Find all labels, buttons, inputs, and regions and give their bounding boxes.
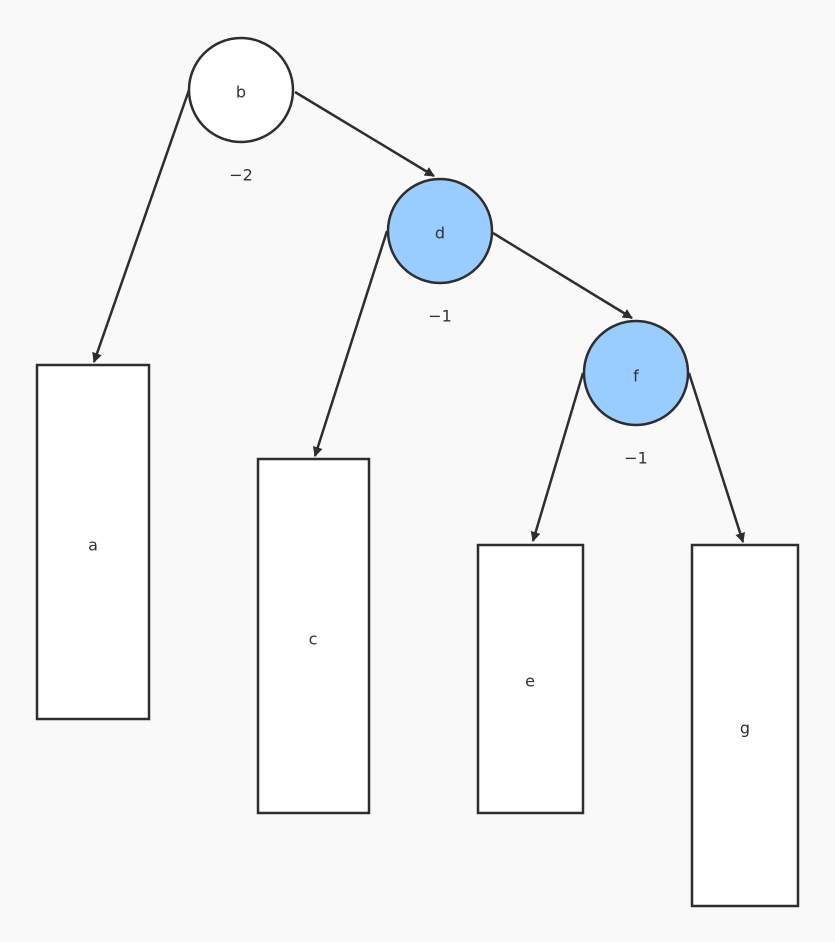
node-d: d −1 — [386, 177, 494, 326]
node-b-balance: −2 — [229, 166, 253, 185]
subtree-g-box — [690, 543, 800, 908]
edge-b-a — [92, 89, 191, 363]
subtree-c-label: c — [309, 630, 318, 649]
node-f-balance: −1 — [624, 449, 648, 468]
subtree-g-label: g — [740, 719, 750, 738]
subtree-a-box — [35, 363, 151, 721]
node-f-label: f — [633, 367, 639, 386]
subtree-c-box — [256, 457, 371, 815]
edge-d-f — [492, 231, 633, 320]
subtree-c: c — [256, 457, 371, 815]
node-f: f −1 — [582, 319, 690, 468]
subtree-e-label: e — [525, 672, 535, 691]
subtree-e: e — [476, 543, 585, 815]
node-b-label: b — [236, 83, 246, 102]
edge-f-e — [530, 372, 585, 542]
node-b-circle — [187, 36, 295, 144]
node-d-label: d — [435, 224, 445, 243]
node-f-circle — [582, 319, 690, 427]
edge-b-d — [294, 90, 435, 178]
subtree-g: g — [690, 543, 800, 908]
node-b: b −2 — [187, 36, 295, 185]
edge-d-c — [312, 230, 389, 457]
edges — [92, 89, 746, 543]
subtree-e-box — [476, 543, 585, 815]
node-d-balance: −1 — [428, 307, 452, 326]
subtree-a: a — [35, 363, 151, 721]
edge-f-g — [687, 372, 746, 543]
subtree-a-label: a — [88, 536, 98, 555]
node-d-circle — [386, 177, 494, 285]
